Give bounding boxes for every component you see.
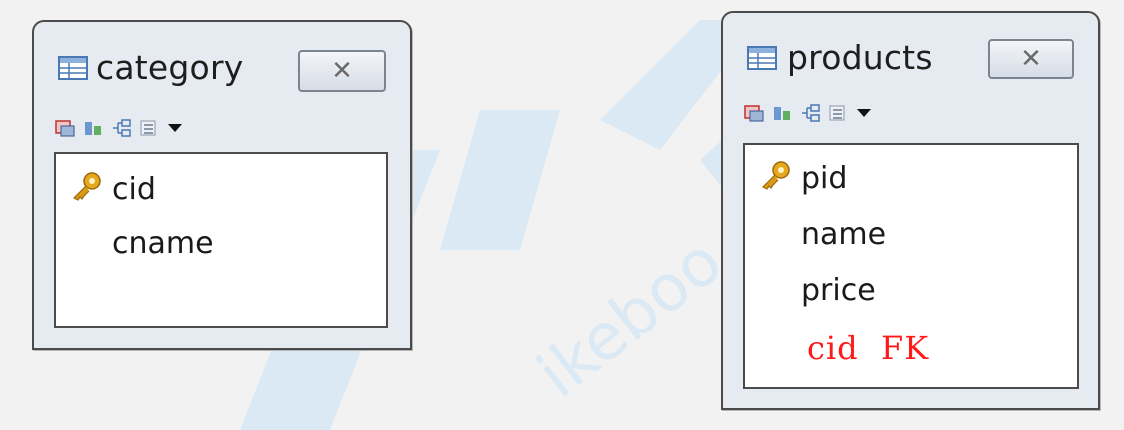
titlebar[interactable]: products ✕ (723, 13, 1098, 97)
field-list: pid name price cid FK (743, 143, 1079, 389)
field-name: pid (801, 160, 848, 196)
toolbar-list-icon[interactable] (138, 118, 160, 138)
key-icon (72, 172, 101, 201)
toolbar-columns-icon[interactable] (771, 103, 793, 123)
table-window-products[interactable]: products ✕ (721, 11, 1100, 410)
close-button[interactable]: ✕ (988, 39, 1074, 79)
field-row[interactable]: name (745, 207, 1077, 261)
key-icon (761, 161, 790, 190)
dropdown-arrow-icon[interactable] (168, 124, 182, 132)
toolbar-table-icon[interactable] (54, 118, 76, 138)
table-icon (58, 56, 88, 80)
toolbar-table-icon[interactable] (743, 103, 765, 123)
field-name: cid (112, 171, 156, 207)
field-row[interactable]: cname (56, 216, 386, 270)
table-window-category[interactable]: category ✕ (32, 20, 412, 350)
foreign-key-annotation: cid FK (807, 329, 930, 367)
field-name: name (801, 216, 887, 252)
toolbar-list-icon[interactable] (827, 103, 849, 123)
toolbar-relation-icon[interactable] (799, 103, 821, 123)
table-title: products (787, 38, 933, 77)
toolbar-relation-icon[interactable] (110, 118, 132, 138)
toolbar-columns-icon[interactable] (82, 118, 104, 138)
field-list: cid cname (54, 152, 388, 328)
toolbar (743, 95, 1078, 131)
field-row[interactable]: price (745, 263, 1077, 317)
foreign-key-annotation-row: cid FK (745, 321, 1077, 375)
dropdown-arrow-icon[interactable] (857, 109, 871, 117)
close-button[interactable]: ✕ (298, 50, 386, 92)
field-row[interactable]: pid (745, 151, 1077, 205)
field-name: price (801, 272, 876, 308)
toolbar (54, 110, 390, 146)
table-icon (747, 46, 777, 70)
close-icon: ✕ (331, 56, 353, 86)
field-name: cname (112, 225, 214, 261)
table-title: category (96, 48, 244, 87)
titlebar[interactable]: category ✕ (34, 22, 410, 106)
close-icon: ✕ (1020, 44, 1042, 74)
field-row[interactable]: cid (56, 162, 386, 216)
